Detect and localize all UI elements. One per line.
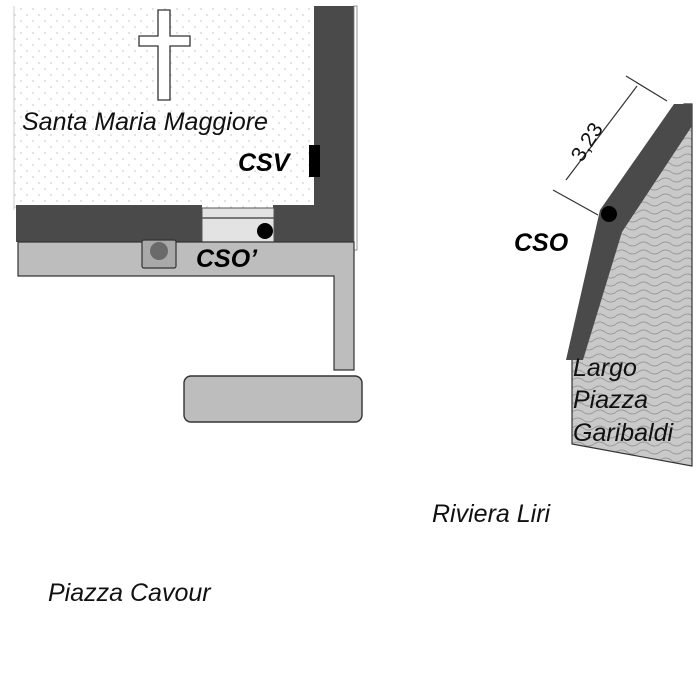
drain-hole [150,242,168,260]
church-wall-right-edge [353,5,358,251]
church-name-label: Santa Maria Maggiore [22,108,268,136]
largo-label-line1: Largo [573,354,637,382]
largo-wall [566,104,692,360]
cross-icon [138,9,191,101]
cso-point [601,206,617,222]
csv-label: CSV [238,149,292,177]
csv-marker [309,145,320,177]
dimension-tick-top [625,75,668,102]
piazza-cavour-label: Piazza Cavour [48,579,212,607]
cso-prime-label: CSO’ [196,245,258,273]
riviera-liri-label: Riviera Liri [432,500,552,528]
dimension-tick-bottom [552,189,599,216]
church-wall-bottom-right [273,205,318,243]
church-wall-bottom-left [16,205,202,242]
dimension-label: 3,23 [567,119,608,166]
cso-prime-point [257,223,273,239]
cso-label: CSO [514,229,569,257]
largo-label-line2: Piazza [573,386,648,414]
church-wall-right [314,6,354,250]
bench [183,375,363,423]
walkway-path [17,241,355,371]
largo-label-line3: Garibaldi [573,419,674,447]
dimension-line [565,85,638,181]
